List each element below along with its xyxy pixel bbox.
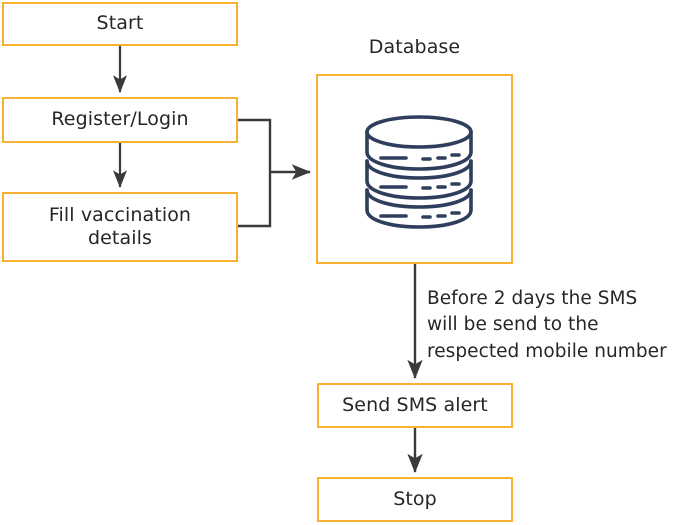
node-fill-vaccination-details-label: Fill vaccination details — [43, 204, 197, 250]
node-fill-line-1: Fill vaccination — [48, 203, 192, 226]
node-start-label: Start — [96, 12, 144, 35]
sms-timing-annotation: Before 2 days the SMS will be send to th… — [427, 286, 689, 365]
node-fill-line-2: details — [87, 227, 152, 249]
node-stop[interactable]: Stop — [317, 477, 513, 522]
node-send-sms-alert[interactable]: Send SMS alert — [317, 383, 513, 428]
node-fill-vaccination-details[interactable]: Fill vaccination details — [2, 192, 238, 262]
annotation-line-2: will be send to the — [427, 314, 599, 336]
node-stop-label: Stop — [393, 487, 437, 510]
node-send-sms-alert-label: Send SMS alert — [342, 393, 488, 416]
database-caption: Database — [368, 36, 461, 58]
node-register-login[interactable]: Register/Login — [2, 97, 238, 143]
node-start[interactable]: Start — [2, 2, 238, 46]
edge-register-to-junction — [238, 118, 272, 172]
node-register-login-label: Register/Login — [51, 108, 189, 131]
edge-fill-to-junction — [238, 172, 272, 228]
annotation-line-1: Before 2 days the SMS — [427, 288, 638, 309]
database-icon — [365, 115, 473, 229]
annotation-line-3: respected mobile number — [427, 340, 667, 362]
